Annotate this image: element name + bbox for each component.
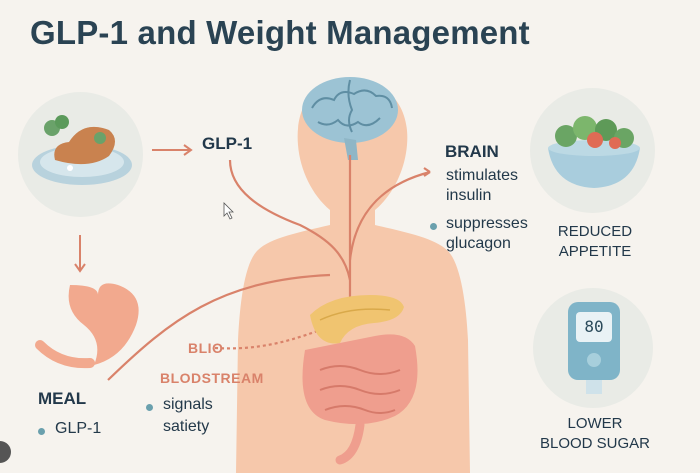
glp1-bottom-label: GLP-1 [55, 420, 102, 437]
stimulates-label-2: insulin [446, 187, 492, 204]
pathway-lines [107, 155, 431, 381]
pancreas-icon [310, 295, 404, 344]
glp1-bottom-bullet [38, 423, 53, 441]
brain-icon [302, 77, 398, 160]
stimulates-label-1: stimulates [446, 167, 519, 184]
corner-indicator [0, 441, 11, 463]
glucose-meter-icon [568, 302, 620, 394]
glp1-top-label: GLP-1 [202, 134, 253, 153]
meal-label: MEAL [38, 389, 87, 408]
page-title: GLP-1 and Weight Management [30, 14, 530, 51]
blood-label: BLIO [188, 340, 224, 356]
salad-bowl-icon [548, 116, 640, 188]
signals-label-1: signals [163, 396, 213, 413]
bloodstream-label: BLODSTREAM [160, 370, 264, 386]
intestines-icon [302, 334, 418, 465]
signals-bullet [146, 399, 161, 417]
suppresses-label-1: suppresses [446, 215, 528, 232]
signals-label-2: satiety [163, 418, 210, 435]
suppresses-bullet [430, 218, 445, 236]
lower-label-2: BLOOD SUGAR [539, 435, 651, 452]
reduced-label-1: REDUCED [557, 223, 633, 240]
cursor-icon [223, 202, 234, 220]
stomach-icon [35, 283, 139, 369]
meal-plate-icon [32, 115, 132, 185]
reduced-label-2: APPETITE [558, 243, 632, 260]
meter-reading: 80 [584, 317, 604, 336]
arrow-meal-to-glp1 [152, 144, 193, 156]
arrow-meal-down [74, 235, 86, 273]
lower-label-1: LOWER [567, 415, 623, 432]
bullet-dot [146, 404, 153, 412]
brain-label: BRAIN [445, 142, 499, 161]
bullet-dot [430, 223, 437, 231]
bullet-dot [38, 428, 45, 436]
suppresses-label-2: glucagon [446, 235, 511, 252]
